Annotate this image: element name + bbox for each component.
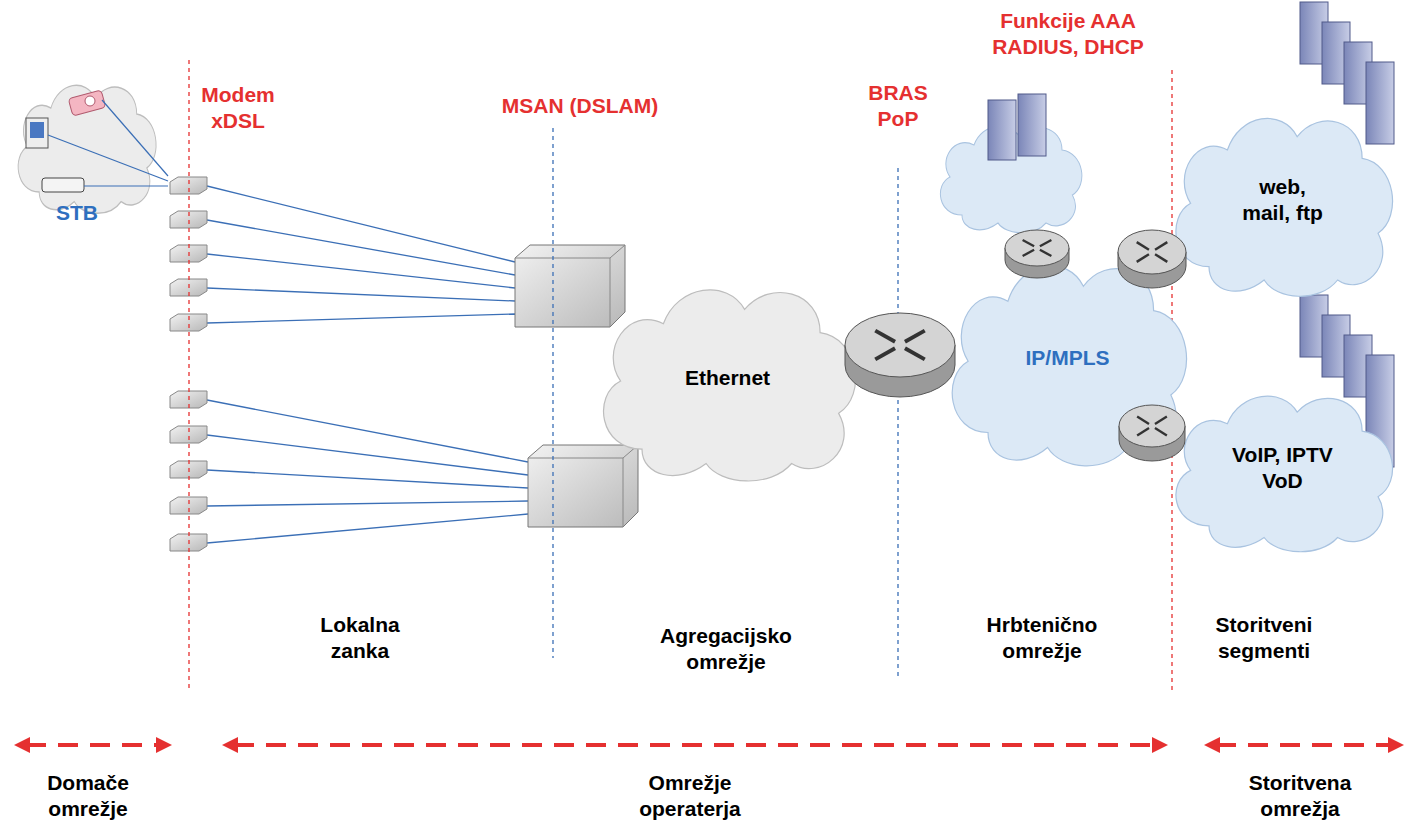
arrowheads [14, 737, 1404, 753]
diagram-label: Modem xDSL [193, 82, 283, 134]
diagram-label: Hrbtenično omrežje [975, 612, 1110, 664]
diagram-label: STB [47, 200, 107, 226]
diagram-label: Storitvena omrežja [1235, 770, 1365, 822]
local-loop-lines [207, 186, 528, 543]
network-cloud: web, mail, ftp [1160, 100, 1405, 300]
home-devices [0, 90, 168, 192]
diagram-label: Storitveni segmenti [1202, 612, 1327, 664]
cloud-outline [1160, 380, 1405, 555]
diagram-label: Omrežje operaterja [620, 770, 760, 822]
network-cloud: VoIP, IPTV VoD [1160, 380, 1405, 555]
cloud-outline [1160, 100, 1405, 300]
diagram-label: Lokalna zanka [305, 612, 415, 664]
diagram-label: Agregacijsko omrežje [651, 623, 801, 675]
cloud-label: Ethernet [648, 365, 808, 391]
cloud-label: IP/MPLS [988, 345, 1148, 371]
diagram-label: Domače omrežje [28, 770, 148, 822]
diagram-label: BRAS PoP [863, 80, 933, 132]
cloud-label: web, mail, ftp [1238, 174, 1328, 226]
home-cloud [18, 85, 156, 213]
network-cloud: Ethernet [585, 270, 870, 485]
cloud-label: VoIP, IPTV VoD [1224, 442, 1342, 494]
diagram-label: MSAN (DSLAM) [480, 93, 680, 119]
network-cloud: IP/MPLS [935, 245, 1200, 470]
diagram-label: Funkcije AAA RADIUS, DHCP [983, 8, 1153, 60]
